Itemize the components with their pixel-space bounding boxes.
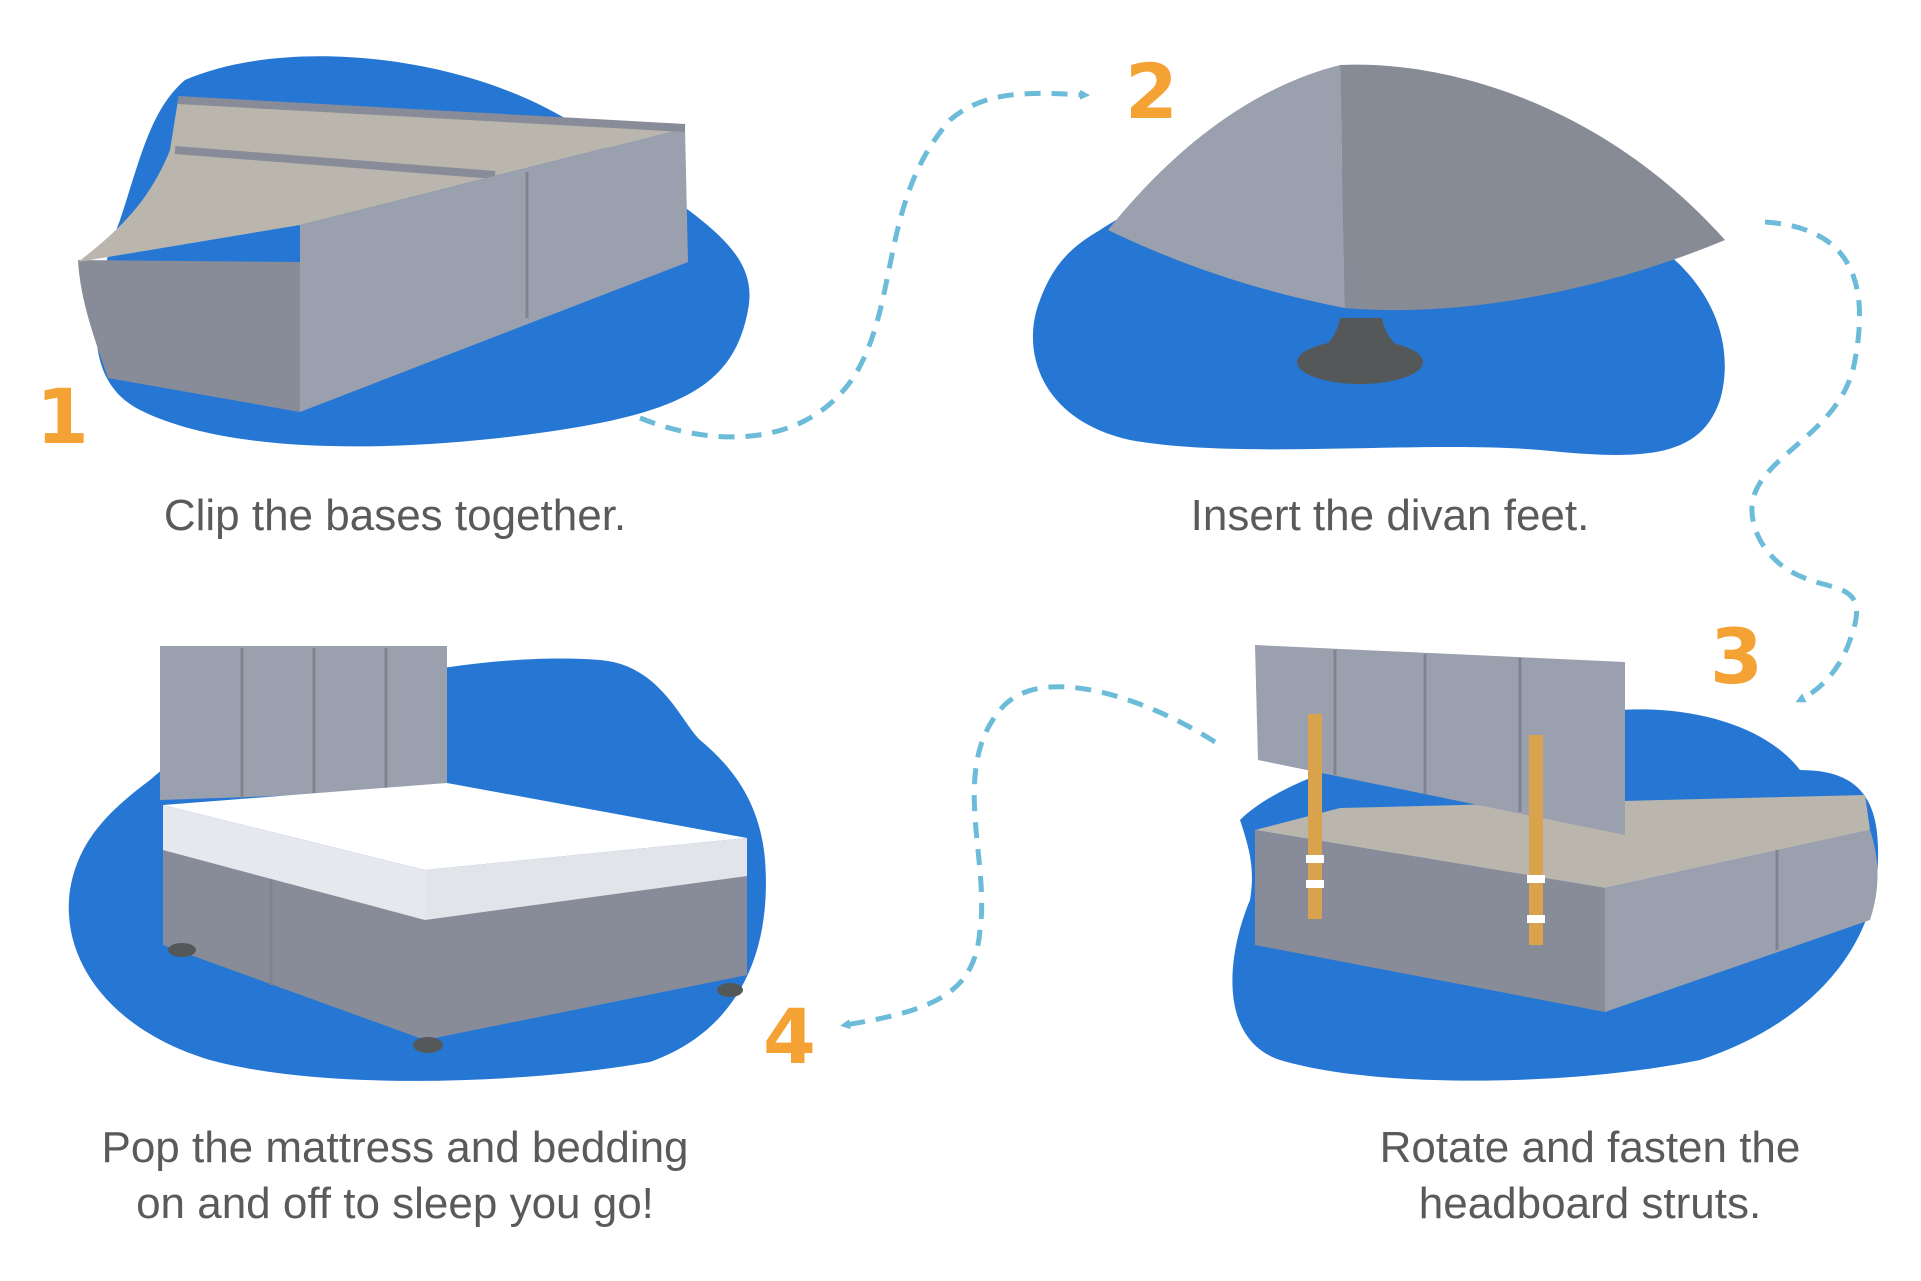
step-1-caption: Clip the bases together. [163,491,627,540]
mattress-side [425,838,747,920]
divan-underside-right [1340,64,1725,311]
step-4-caption-line-1: Pop the mattress and bedding [101,1123,689,1172]
step-3-caption-line-1: Rotate and fasten the [1379,1123,1801,1172]
step-3-caption-line-2: headboard struts. [1418,1179,1762,1228]
strut-bracket [1527,915,1545,923]
base-back-edge [177,96,686,132]
bed-foot [717,983,743,997]
divan-foot-stem [1318,318,1405,352]
bed-foot [168,943,196,957]
base-right-side [300,128,688,412]
base-left-front [78,260,300,412]
mattress-front [163,805,425,920]
step-4-caption: Pop the mattress and bedding on and off … [60,1120,730,1232]
step-4-illustration [68,646,766,1081]
bed-headboard [160,646,447,800]
divan-side [1605,830,1878,1012]
arrow-3-to-4 [840,684,1217,1030]
step-4-number: 4 [763,992,816,1081]
step-1-number: 1 [36,372,89,461]
bed-base-side [425,870,747,1040]
step-2-caption: Insert the divan feet. [1190,491,1590,540]
headboard-strut-right [1529,735,1543,945]
step-4-caption-line-2: on and off to sleep you go! [136,1179,654,1228]
divan-front [1255,830,1605,1012]
headboard-strut-left [1308,714,1322,919]
divan-underside-left [1108,65,1345,308]
step-1-illustration [78,56,750,447]
divan-top [1255,795,1870,888]
strut-bracket [1306,880,1324,888]
base-top-seam [174,146,496,179]
arrow-2-to-3 [1749,219,1863,703]
arrow-1-to-2 [639,89,1090,440]
strut-bracket [1306,855,1324,863]
step-3-illustration [1232,645,1879,1081]
base-top [78,100,685,262]
step-2-illustration [1032,64,1725,455]
bed-base-front [163,848,425,1040]
mattress-top [163,783,747,870]
step-2-number: 2 [1125,47,1178,136]
step-3-number: 3 [1710,612,1763,701]
step-3-caption: Rotate and fasten the headboard struts. [1310,1120,1870,1232]
strut-bracket [1527,875,1545,883]
bed-foot [413,1037,443,1053]
